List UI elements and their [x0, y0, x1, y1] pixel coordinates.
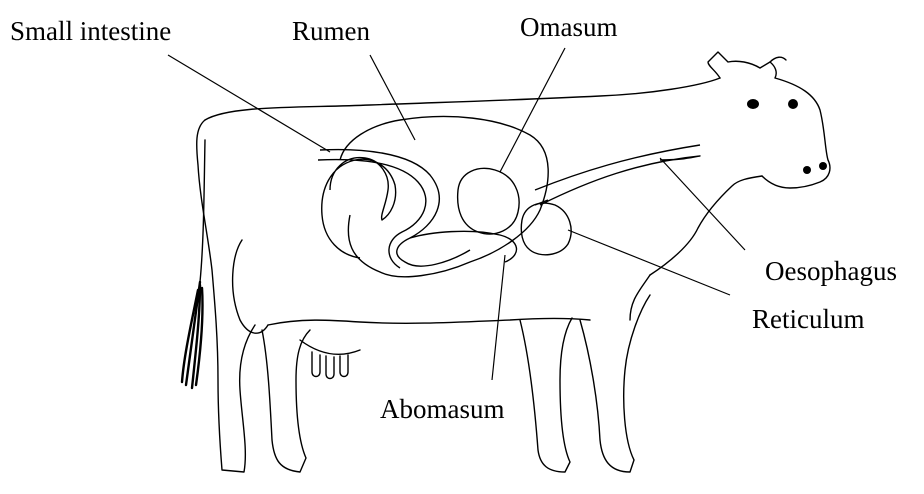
label-abomasum: Abomasum: [380, 396, 505, 423]
leader-lines: [168, 48, 745, 380]
leader-oesophagus: [660, 158, 745, 250]
leader-abomasum: [492, 255, 505, 380]
cow-face-features: [747, 99, 827, 174]
eye-icon: [747, 99, 759, 109]
leader-reticulum: [568, 230, 730, 295]
label-rumen: Rumen: [292, 18, 370, 45]
label-small-intestine: Small intestine: [10, 18, 171, 45]
label-oesophagus: Oesophagus: [765, 258, 897, 285]
leader-rumen: [370, 55, 415, 140]
leader-omasum: [500, 48, 565, 172]
cow-outline: [197, 52, 830, 472]
leader-small-intestine: [168, 55, 330, 152]
label-reticulum: Reticulum: [752, 306, 864, 333]
nostril-icon: [803, 166, 811, 174]
cow-tail: [182, 140, 205, 388]
digestive-organs: [318, 116, 700, 276]
eye-icon: [788, 99, 798, 109]
nostril-icon: [819, 162, 827, 170]
label-omasum: Omasum: [520, 14, 618, 41]
